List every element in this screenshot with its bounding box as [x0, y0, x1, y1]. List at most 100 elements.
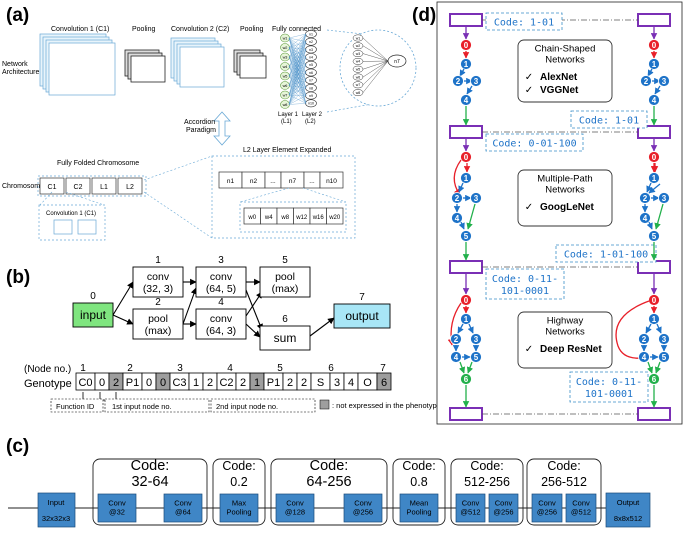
purple-block [638, 408, 670, 420]
c-output-size: 8x8x512 [614, 514, 642, 523]
genotype-cell-label: 6 [381, 377, 387, 389]
legend-function-id: Function ID [56, 402, 95, 411]
weight-cell-label: w8 [280, 215, 289, 221]
panel-label-c: (c) [6, 436, 29, 457]
node-label: 0 [652, 296, 657, 305]
node-label: 1 [464, 315, 469, 324]
genotype-cell-label: C2 [219, 377, 233, 389]
conv-block-label: Conv@256 [493, 499, 513, 517]
layer-title-conv1: Convolution 1 (C1) [51, 26, 109, 33]
neuron-cell-label: n7 [289, 178, 297, 185]
node-label: 1 [464, 60, 469, 69]
graph-node-number: 3 [218, 255, 224, 266]
accordion-arrow [214, 112, 230, 145]
node-label: 3 [662, 77, 667, 86]
legend-second-input: 2nd input node no. [216, 402, 278, 411]
fc-node-label: w3 [283, 56, 288, 60]
pool2-stack [234, 50, 266, 78]
genotype-number: 2 [127, 363, 133, 374]
genotype-cell-label: 2 [301, 377, 307, 389]
graph-node-label: conv(64, 3) [206, 313, 236, 337]
code-label: Code: 1-01 [579, 116, 639, 127]
graph-edge [310, 318, 334, 336]
c-output-label: Output [617, 498, 640, 507]
graph-node-number: 5 [282, 255, 288, 266]
check-icon: ✓ [525, 85, 533, 96]
fc-edge [289, 103, 306, 104]
node-label: 4 [643, 214, 648, 223]
code-label: Code: 0-11-101-0001 [492, 274, 558, 297]
check-icon: ✓ [525, 202, 533, 213]
fc-node-label: w1 [283, 37, 288, 41]
info-item: VGGNet [540, 85, 579, 96]
node-label: 6 [464, 375, 469, 384]
node-label: 1 [652, 60, 657, 69]
legend-not-expressed: : not expressed in the phenotype [332, 401, 441, 410]
graph-node-number: 6 [282, 314, 288, 325]
panel-c: Input32x32x3Output8x8x512Code:32-64Conv@… [8, 458, 650, 527]
l2-expanded-box [212, 156, 355, 238]
node-label: 0 [652, 41, 657, 50]
node-label: 6 [652, 375, 657, 384]
fully-folded-label: Fully Folded Chromosome [57, 160, 139, 167]
node-label: 2 [456, 77, 461, 86]
node-label: 3 [474, 335, 479, 344]
genotype-legend: Function ID 1st input node no. 2nd input… [51, 392, 441, 412]
genotype-cell-label: C3 [172, 377, 186, 389]
node-label: 3 [662, 194, 667, 203]
weight-cell-label: w20 [328, 215, 341, 221]
neuron-cell-label: n1 [227, 178, 235, 185]
gene-label: C2 [74, 184, 83, 191]
graph-node-number: 1 [155, 255, 161, 266]
fc-node-label: w7 [283, 94, 288, 98]
layer-title-pool2: Pooling [240, 26, 263, 33]
panel-label-a: (a) [6, 5, 29, 26]
genotype-number: 1 [80, 363, 86, 374]
zoom-input-label: w4 [356, 60, 361, 64]
genotype-cell-label: 1 [193, 377, 199, 389]
neuron-cell-label: n10 [326, 178, 337, 185]
code-group-label: Code:32-64 [131, 458, 170, 490]
c-input-label: Input [48, 498, 66, 507]
node-label: 5 [662, 353, 667, 362]
graph-node-label: output [345, 309, 379, 323]
node-label: 4 [642, 353, 647, 362]
zoom-input-label: w7 [356, 83, 361, 87]
fc-edges [289, 34, 306, 105]
node-label: 1 [652, 315, 657, 324]
graph-node-label: pool(max) [145, 313, 172, 337]
code-group-label: Code:0.8 [402, 459, 435, 489]
graph-node-label: pool(max) [272, 271, 299, 295]
fc-node-label: n7 [309, 79, 313, 83]
graph-node-label: sum [274, 331, 297, 345]
code-group-label: Code:64-256 [306, 458, 351, 490]
purple-block [638, 261, 670, 273]
zoom-input-label: w3 [356, 52, 361, 56]
graph-node-label: conv(32, 3) [143, 271, 173, 295]
genotype-cell-label: 1 [254, 377, 260, 389]
conv-block-label: Conv@256 [353, 499, 373, 517]
genotype-cell-label: 3 [334, 377, 340, 389]
pool1-stack [125, 50, 165, 82]
conv-expanded-label: Convolution 1 (C1) [46, 211, 96, 217]
graph-node-label: input [80, 308, 107, 322]
panel-label-b: (b) [6, 267, 30, 288]
node-label: 5 [474, 353, 479, 362]
node-label: 2 [643, 194, 648, 203]
graph-node-number: 4 [218, 297, 224, 308]
conv-block-label: Conv@512 [571, 499, 591, 517]
weight-cell-label: w4 [264, 215, 273, 221]
graph-edge [113, 315, 133, 324]
node-label: 0 [464, 41, 469, 50]
zoom-input-label: w8 [356, 91, 361, 95]
genotype-cell-label: 4 [348, 377, 354, 389]
genotype-cell-label: 2 [240, 377, 246, 389]
genotype-cell-label: 0 [160, 377, 166, 389]
